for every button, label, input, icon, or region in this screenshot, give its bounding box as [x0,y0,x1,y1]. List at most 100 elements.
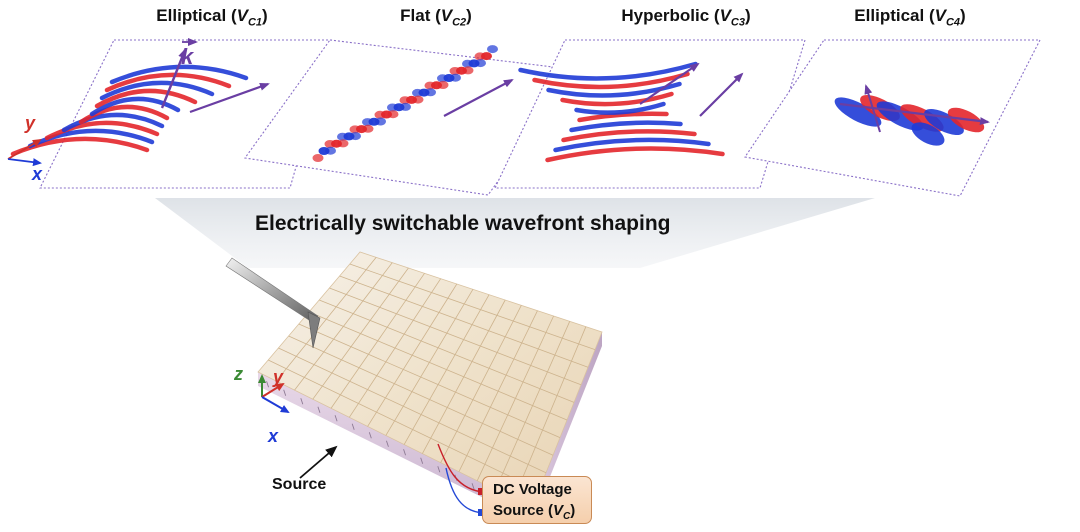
fringe [574,101,666,115]
grid-line [476,315,554,481]
panel-title-3: Hyperbolic (VC3) [621,6,751,29]
contact [403,449,406,456]
grid-line [513,326,587,500]
flat-lobe [337,139,349,148]
k-arrow-4 [839,102,990,126]
flat-lobe [481,52,492,61]
dc-voltage-source-box: DC Voltage Source (VC) [482,476,592,524]
grid-line [440,305,522,463]
grid-line [278,347,547,474]
flat-lobe [325,146,336,155]
wavefront-hyperbolic [518,61,744,163]
flat-lobe [375,117,386,126]
contact [334,415,338,422]
grid-line [288,335,554,456]
flat-lobe [312,154,324,162]
fringe [89,96,181,117]
probe-tip [307,311,321,349]
fringe [577,111,669,123]
fringe [78,104,170,125]
flat-lobe [475,59,486,68]
afm-probe [225,257,321,349]
contact [437,466,441,473]
device-axis-x-label: x [268,426,279,446]
contact [386,440,389,447]
wavefront-patterns [10,45,990,163]
panel-axis-x-label: x [32,164,43,184]
device [257,251,603,522]
grid-line [312,267,409,400]
grid-line [339,275,589,368]
fringe [99,80,215,101]
device-axes [258,374,290,413]
fringe [104,72,232,93]
mode-panels [10,39,1041,197]
grid-line [367,283,458,427]
fringe [560,91,674,107]
contact [300,398,304,405]
k-arrow-1 [189,82,270,114]
source-label: Source [272,476,327,493]
contact [317,406,321,413]
panel-axis-y-label: y [25,113,36,133]
slab-side-face [532,332,602,522]
flat-lobe [400,102,411,111]
fringe [94,88,198,109]
panel-title-2: Flat (VC2) [400,6,472,29]
wave-vector-arrow [160,48,187,109]
k-arrow-4b [864,84,881,133]
flat-lobe [425,88,436,97]
grid-line [330,273,425,409]
grid-line [495,321,571,491]
fringe [10,136,150,157]
grid-line [422,299,506,454]
grid-line [298,323,561,438]
contact [351,423,355,430]
grid-line [403,294,490,445]
lead-positive [437,443,485,493]
fringe [44,120,160,141]
grid-line [329,287,582,386]
flat-lobe [412,95,424,104]
flat-lobe [350,132,361,141]
wavefront-elliptical-1 [10,64,270,157]
grid-line [348,278,442,418]
device-axis-y-label: y [273,367,284,387]
panel-axis-y [7,138,42,160]
source-pointer [299,445,338,479]
k-arrow-2 [443,79,514,117]
fringe [553,137,711,153]
wavefront-elliptical-4 [834,84,990,146]
grid-line [349,263,596,350]
device-axis-y [261,382,285,398]
projection-beam [155,198,875,268]
fringe [532,71,690,90]
grid-line [458,310,538,472]
k-arrow-3a [639,62,700,105]
dc-source-line2: Source (VC) [493,502,576,522]
device-axis-x [261,396,290,413]
grid-line [385,289,474,436]
panel-plane-2 [244,39,579,196]
grid-line [319,299,575,403]
fringe [61,112,165,133]
contact [368,432,372,439]
fringe [518,61,698,81]
fringe [545,146,725,163]
wavefront-flat [312,45,514,162]
panel-title-1: Elliptical (VC1) [156,6,268,29]
panel-axis-x [7,158,42,167]
flat-lobe [387,110,399,119]
wave-vector-label: k [181,44,194,69]
cantilever [225,257,319,323]
flat-lobe [462,66,474,75]
device-axis-z-label: z [234,364,243,384]
contact [266,381,269,388]
blob [911,122,945,146]
blob [876,101,924,131]
flat-lobe [450,73,461,82]
flat-lobe [362,124,374,133]
grid-line [268,359,540,491]
fringe [561,129,697,143]
